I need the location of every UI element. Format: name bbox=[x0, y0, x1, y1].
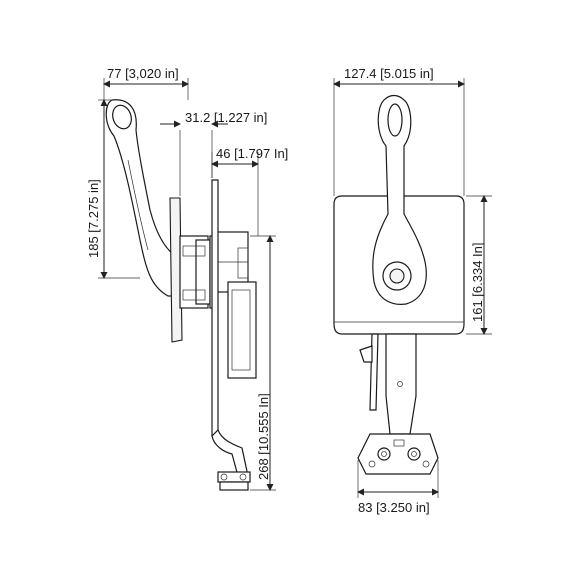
dim-side-width: 77 [3,020 in] bbox=[103, 66, 189, 100]
front-base-bracket bbox=[357, 433, 439, 475]
dim-front-width-label: 127.4 [5.015 in] bbox=[344, 66, 434, 81]
side-lever bbox=[105, 99, 185, 297]
side-view: 77 [3,020 in] 31.2 [1.227 in] 46 [1.797 … bbox=[86, 66, 288, 491]
side-mount-plate bbox=[169, 197, 217, 343]
dim-front-base-width: 83 [3.250 in] bbox=[357, 460, 439, 515]
dim-front-width: 127.4 [5.015 in] bbox=[333, 66, 465, 196]
dim-side-total-height: 268 [10.555 In] bbox=[250, 235, 276, 491]
dim-side-total-height-label: 268 [10.555 In] bbox=[256, 393, 271, 480]
front-shaft bbox=[359, 333, 417, 435]
dim-front-plate-height-label: 161 [6.334 In] bbox=[470, 242, 485, 322]
front-view: 127.4 [5.015 in] 161 [6.334 In] 83 [3.25… bbox=[333, 66, 492, 515]
dim-side-depth-label: 46 [1.797 In] bbox=[216, 146, 288, 161]
dim-side-lever-height: 185 [7.275 in] bbox=[86, 99, 140, 279]
dim-side-lever-height-label: 185 [7.275 in] bbox=[86, 179, 101, 258]
dim-side-depth: 46 [1.797 In] bbox=[211, 146, 288, 236]
side-housing bbox=[213, 231, 257, 379]
front-lever bbox=[372, 94, 427, 305]
dim-front-base-width-label: 83 [3.250 in] bbox=[358, 500, 430, 515]
dim-side-width-label: 77 [3,020 in] bbox=[107, 66, 179, 81]
dim-front-plate-height: 161 [6.334 In] bbox=[466, 195, 492, 335]
dim-side-offset-label: 31.2 [1.227 in] bbox=[185, 110, 267, 125]
side-shaft bbox=[211, 179, 251, 491]
